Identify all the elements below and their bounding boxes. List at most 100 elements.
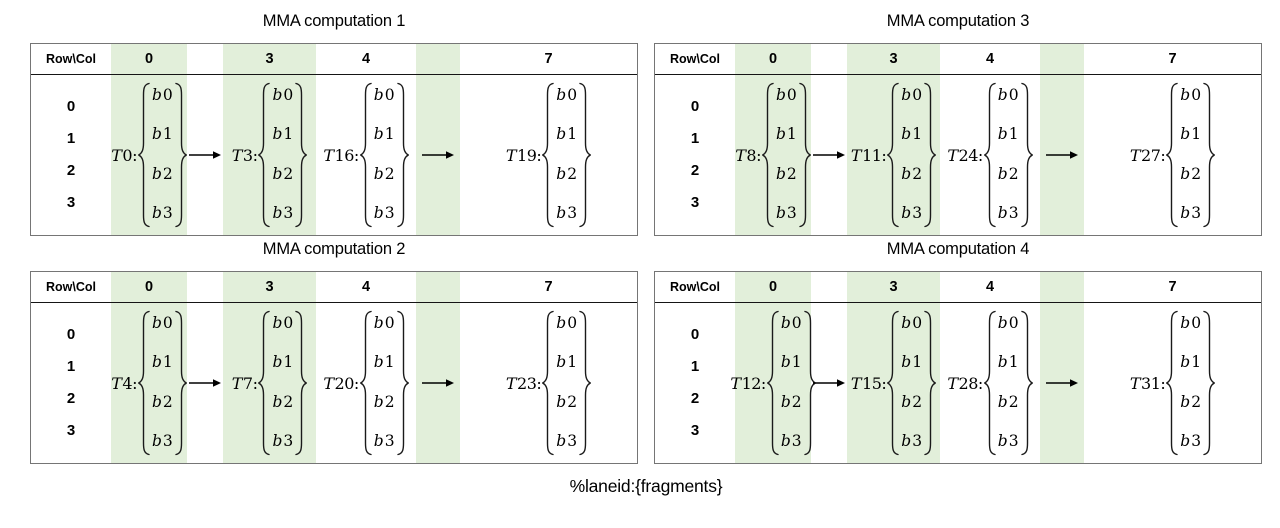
header-row-col-label: Row\Col [31,272,111,303]
fragment-value: b1 [151,125,173,144]
fragment-value: b2 [1180,164,1202,183]
curly-brace-icon [1020,310,1033,456]
row-label: 3 [690,422,700,439]
fragment-value: b3 [997,203,1019,222]
right-arrow-icon [813,151,845,159]
fragment-value: b2 [151,392,173,411]
fragment-value: b0 [1180,86,1202,104]
fragment-value: b1 [997,125,1019,144]
right-arrow-icon [1046,379,1078,387]
row-label: 0 [690,98,700,115]
header-col-7: 7 [460,272,637,303]
right-arrow-icon [1046,151,1078,159]
row-label: 1 [66,130,76,147]
fragment-value: b1 [1180,125,1202,144]
fragment-value: b0 [556,314,578,332]
fragment-value: b0 [901,314,923,332]
curly-brace-icon [137,82,150,228]
header-gap-1 [187,44,223,75]
thread-label: T19: [505,145,542,165]
fragment-value: b2 [901,164,923,183]
curly-brace-icon [542,310,554,456]
fragment-value: b1 [373,125,395,144]
row-label: 2 [66,162,76,179]
curly-brace-icon [359,310,372,456]
curly-brace-icon [887,310,899,456]
fragment-value: b3 [151,431,173,450]
arrow-cell-2 [416,75,460,235]
header-col-4: 4 [316,272,416,303]
curly-brace-icon [542,82,554,228]
curly-brace-icon [924,310,937,456]
fragment-value: b3 [373,431,395,450]
fragment-value: b3 [997,431,1019,450]
fragment-value: b3 [901,203,923,222]
header-col-4: 4 [316,44,416,75]
fragment-value: b1 [775,125,797,144]
fragment-value: b3 [1180,203,1202,222]
header-col-0: 0 [111,44,187,75]
curly-brace-icon [579,310,592,456]
curly-brace-icon [175,82,187,228]
panel-title: MMA computation 1 [262,12,406,30]
thread-label: T0: [111,145,137,165]
curly-brace-icon [766,310,779,456]
header-gap-2 [1040,272,1084,303]
fragment-value: b0 [775,86,797,104]
fragment-value: b0 [997,314,1019,332]
fragment-value: b2 [1180,392,1202,411]
header-gap-2 [416,44,460,75]
fragment-value: b0 [373,314,395,332]
curly-brace-icon [1166,82,1178,228]
header-col-7: 7 [1084,44,1261,75]
header-gap-1 [811,44,847,75]
curly-brace-icon [983,82,996,228]
thread-label: T20: [323,373,359,393]
header-col-7: 7 [460,44,637,75]
panel-title: MMA computation 4 [886,240,1030,258]
arrow-cell-1 [187,303,223,463]
header-col-4: 4 [940,44,1040,75]
arrow-cell-2 [416,303,460,463]
curly-brace-icon [579,82,592,228]
row-label: 1 [66,358,76,375]
thread-label: T23: [505,373,542,393]
thread-label: T27: [1129,145,1166,165]
right-arrow-icon [189,379,221,387]
curly-brace-icon [924,82,937,228]
curly-brace-icon [887,82,899,228]
fragment-value: b3 [780,431,802,450]
fragment-value: b1 [901,353,923,372]
fragment-value: b3 [373,203,395,222]
fragment-value: b3 [272,203,294,222]
row-label: 2 [66,390,76,407]
fragment-value: b1 [556,353,578,372]
fragment-value: b2 [272,392,294,411]
fragment-value: b0 [272,86,294,104]
fragment-value: b0 [901,86,923,104]
row-label: 0 [690,326,700,343]
